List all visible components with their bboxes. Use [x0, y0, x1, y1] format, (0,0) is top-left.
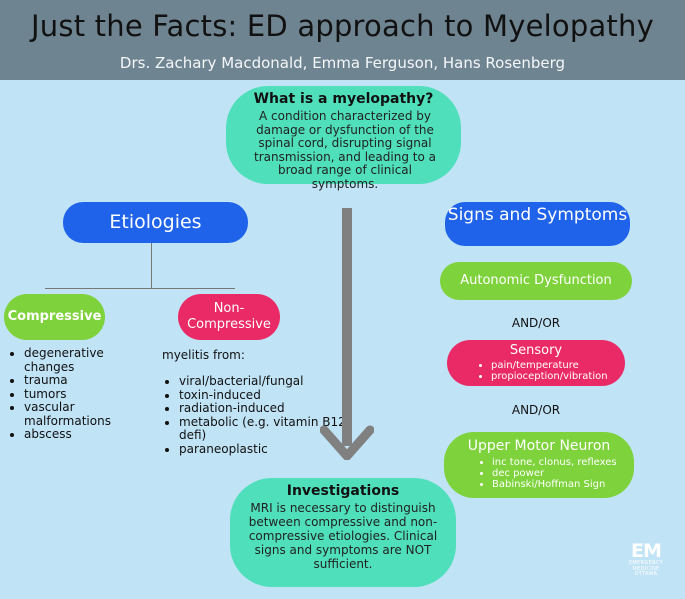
non-compressive-pill: Non-Compressive: [178, 294, 280, 340]
signs-and-symptoms-pill: Signs and Symptoms: [445, 202, 630, 246]
etiologies-connector-horizontal: [45, 288, 235, 289]
list-item: pain/temperature: [491, 360, 641, 371]
what-is-myelopathy-title: What is a myelopathy?: [253, 91, 434, 107]
list-item: dec power: [492, 468, 652, 479]
upper-motor-neuron-pill: Upper Motor Neuron inc tone, clonus, ref…: [444, 432, 634, 498]
list-item: metabolic (e.g. vitamin B12 defi): [179, 415, 354, 443]
list-item: Babinski/Hoffman Sign: [492, 479, 652, 490]
list-item: abscess: [24, 427, 149, 442]
upper-motor-neuron-title: Upper Motor Neuron: [467, 438, 611, 454]
logo-mark: EM: [631, 540, 662, 562]
authors-line: Drs. Zachary Macdonald, Emma Ferguson, H…: [119, 54, 566, 72]
non-compressive-list: viral/bacterial/fungal toxin-induced rad…: [163, 374, 354, 457]
sensory-pill: Sensory pain/temperature propioception/v…: [447, 340, 625, 386]
sensory-title: Sensory: [509, 343, 563, 358]
list-item: trauma: [24, 373, 149, 388]
list-item: toxin-induced: [179, 388, 354, 403]
list-item: paraneoplastic: [179, 442, 354, 457]
what-is-myelopathy-box: What is a myelopathy? A condition charac…: [226, 86, 461, 190]
page-title: Just the Facts: ED approach to Myelopath…: [31, 9, 654, 43]
sensory-list: pain/temperature propioception/vibration: [475, 360, 641, 382]
list-item: degenerative changes: [24, 346, 149, 374]
list-item: viral/bacterial/fungal: [179, 374, 354, 389]
etiologies-connector-vertical: [151, 243, 152, 288]
header-banner: Just the Facts: ED approach to Myelopath…: [0, 0, 685, 80]
upper-motor-neuron-list: inc tone, clonus, reflexes dec power Bab…: [476, 457, 652, 490]
list-item: inc tone, clonus, reflexes: [492, 457, 652, 468]
logo-text: EMERGENCY MEDICINE OTTAWA: [628, 560, 664, 577]
compressive-list: degenerative changes trauma tumors vascu…: [8, 346, 149, 442]
em-ottawa-logo: EM EMERGENCY MEDICINE OTTAWA: [624, 541, 668, 589]
list-item: tumors: [24, 387, 149, 402]
signs-and-symptoms-label: Signs and Symptoms: [447, 205, 628, 225]
etiologies-pill: Etiologies: [63, 202, 248, 243]
investigations-box: Investigations MRI is necessary to disti…: [230, 478, 456, 587]
down-arrow-icon: [320, 208, 374, 460]
investigations-text: MRI is necessary to distinguish between …: [248, 501, 438, 571]
list-item: radiation-induced: [179, 401, 354, 416]
non-compressive-label: Non-Compressive: [187, 301, 271, 332]
myelitis-intro: myelitis from:: [162, 348, 245, 362]
and-or-label: AND/OR: [511, 403, 561, 417]
compressive-pill: Compressive: [4, 294, 105, 340]
list-item: propioception/vibration: [491, 371, 641, 382]
what-is-myelopathy-text: A condition characterized by damage or d…: [254, 109, 436, 191]
investigations-title: Investigations: [286, 483, 400, 499]
and-or-label: AND/OR: [511, 316, 561, 330]
list-item: vascular malformations: [24, 400, 149, 428]
autonomic-dysfunction-pill: Autonomic Dysfunction: [440, 262, 632, 300]
